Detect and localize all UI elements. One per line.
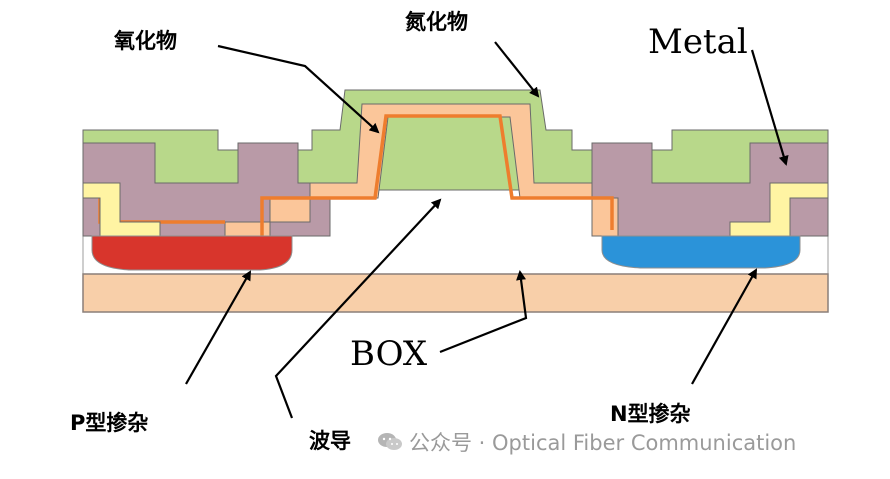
p-doping-label: P型掺杂 xyxy=(70,411,149,435)
watermark-text: 公众号 · Optical Fiber Communication xyxy=(409,431,797,455)
metal-label: Metal xyxy=(648,22,748,62)
oxide-label: 氧化物 xyxy=(114,29,177,53)
waveguide-label: 波导 xyxy=(309,429,351,453)
metal-arrow xyxy=(750,49,789,166)
n-doping-arrow xyxy=(691,268,757,385)
box-arrow xyxy=(439,270,528,354)
p-doping-arrow xyxy=(185,270,251,385)
oxide-arrow xyxy=(217,44,380,134)
box-label: BOX xyxy=(350,334,428,374)
n-doping-region xyxy=(601,235,801,269)
wechat-icon xyxy=(377,432,403,452)
n-doping-label: N型掺杂 xyxy=(610,402,691,426)
nitride-arrow xyxy=(494,41,540,98)
p-doping-region xyxy=(91,235,293,271)
nitride-label: 氮化物 xyxy=(405,10,468,34)
box-layer xyxy=(82,273,829,313)
waveguide-arrow xyxy=(274,198,442,419)
watermark: 公众号 · Optical Fiber Communication xyxy=(377,427,796,457)
